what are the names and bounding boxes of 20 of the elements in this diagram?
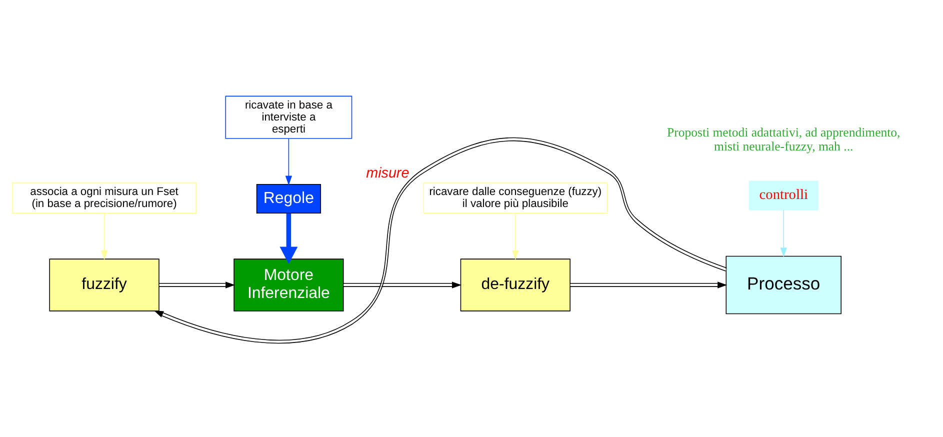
arrow xyxy=(285,138,292,185)
node-box: ricavate in base a interviste a esperti xyxy=(225,95,352,138)
node-box: controlli xyxy=(748,180,818,210)
node-box: Processo xyxy=(726,255,842,314)
arrow xyxy=(154,136,728,344)
arrow xyxy=(780,209,787,257)
arrow xyxy=(512,212,519,260)
arrow xyxy=(343,281,462,288)
node-box: fuzzify xyxy=(49,258,160,311)
node-box: Regole xyxy=(256,184,322,214)
node-box: associa a ogni misura un Fset (in base a precisione/rumore) xyxy=(12,182,196,214)
arrow xyxy=(570,281,728,288)
node-box: de-fuzzify xyxy=(460,258,570,311)
node-box: Motore Inferenziale xyxy=(234,258,344,311)
edge-label: misure xyxy=(366,165,410,182)
node-box: ricavare dalle conseguenze (fuzzy) il valore più plausibile xyxy=(423,182,608,214)
arrow xyxy=(158,281,236,288)
arrow xyxy=(280,212,298,264)
label: Proposti metodi adattativi, ad apprendimento, misti neurale-fuzzy, mah ... xyxy=(666,124,900,154)
arrow xyxy=(100,212,108,260)
